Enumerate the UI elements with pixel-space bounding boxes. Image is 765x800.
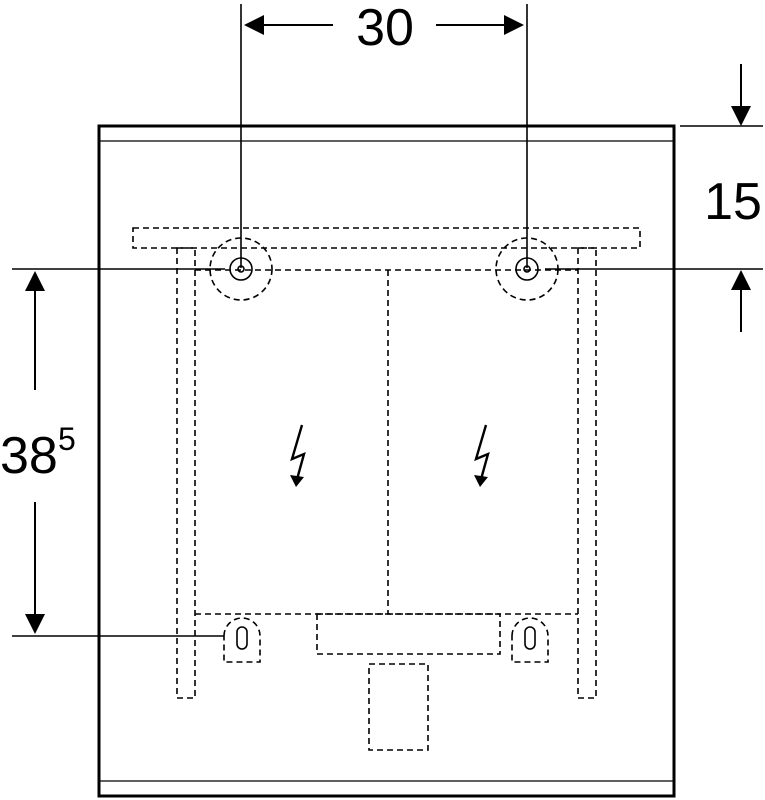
dimension-height: 38 5 bbox=[0, 268, 225, 637]
dimension-label-15: 15 bbox=[704, 173, 762, 231]
dimension-mount-spacing: 30 bbox=[240, 0, 528, 268]
cabinet-outline bbox=[97, 124, 676, 798]
electrical-symbol-icon bbox=[474, 424, 490, 487]
dimension-top-offset: 15 bbox=[545, 64, 763, 332]
lower-slot-right bbox=[511, 617, 549, 663]
lower-slot-left bbox=[223, 617, 261, 663]
dimension-label-30: 30 bbox=[356, 0, 414, 57]
dimension-label-38-superscript: 5 bbox=[58, 421, 76, 457]
electrical-symbol-icon bbox=[290, 424, 306, 487]
dimension-label-38: 38 bbox=[0, 427, 58, 485]
hidden-mounting-frame bbox=[132, 227, 641, 751]
